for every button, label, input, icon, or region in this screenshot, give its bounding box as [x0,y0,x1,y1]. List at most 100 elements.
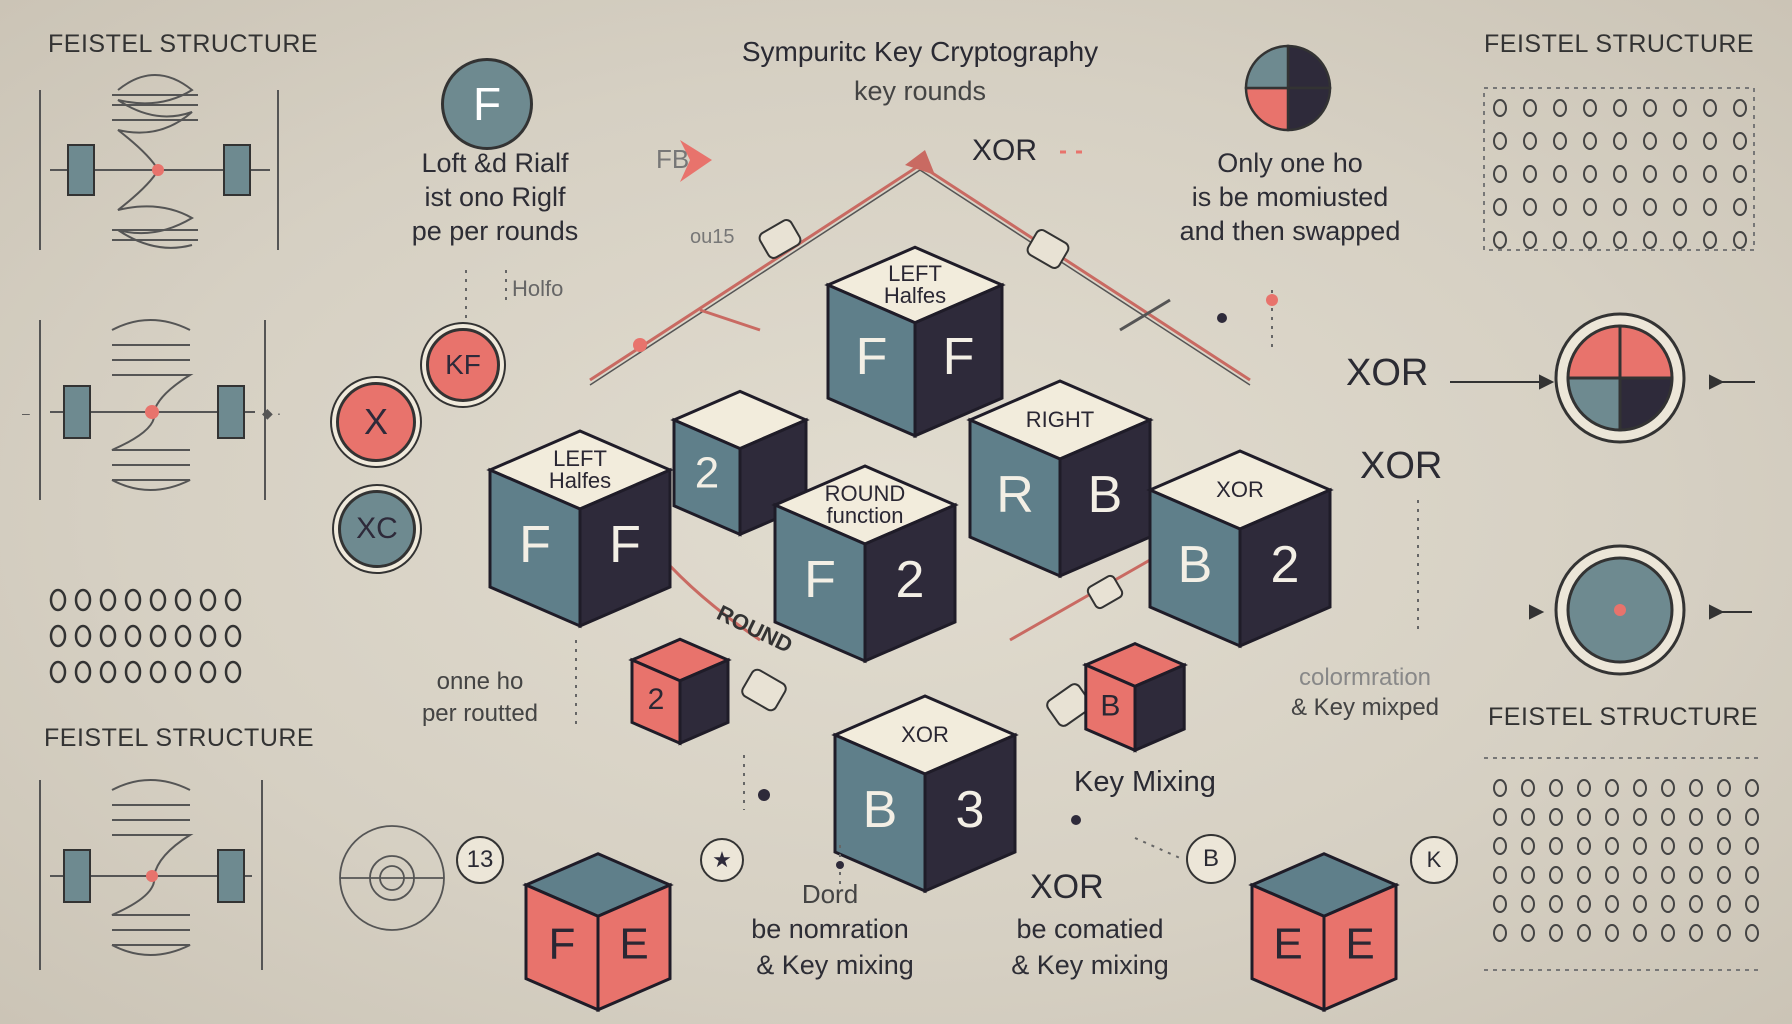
bit-zero [1553,132,1567,150]
badge-b-text: B [1202,845,1219,872]
bit-zero [74,660,92,684]
bit-zero [1643,231,1657,249]
bit-zero [1583,165,1597,183]
bit-zero [1733,165,1747,183]
bit-zero [1673,165,1687,183]
cube-side-label: E [1345,920,1374,969]
xc-badge: XC [338,490,416,568]
cube-side-label: 3 [956,781,985,839]
cube-front-label: F [519,516,551,574]
bit-zero [174,624,192,648]
bit-zero [49,624,67,648]
feistel-title-top-left: FEISTEL STRUCTURE [48,30,319,58]
bit-zero [1493,99,1507,117]
cube-side-label: B [1088,466,1123,524]
bit-zero [1493,837,1507,855]
bit-zero [1733,198,1747,216]
cube-top-label: Halfes [549,468,611,493]
note-right-line-3: and then swapped [1179,216,1401,246]
bit-zero [1493,895,1507,913]
fb-arrow [680,140,712,182]
xor-label-right-a: XOR [1346,352,1429,394]
bit-zero [1549,808,1563,826]
bit-zero [1521,837,1535,855]
bit-zero [1613,99,1627,117]
f-badge: F [441,58,533,150]
xor-dial-right [1554,312,1686,444]
bit-zero [1733,132,1747,150]
bit-zero [1523,165,1537,183]
bit-zero [124,588,142,612]
bit-zero [1703,132,1717,150]
cube-top-label: XOR [1216,477,1264,502]
cube-br-small: B [1082,642,1188,753]
bit-zero [1673,198,1687,216]
bit-zero [1745,924,1759,942]
bit-zero [1493,165,1507,183]
bit-zero [1493,808,1507,826]
badge-b: B [1186,834,1236,884]
bit-zero [1717,924,1731,942]
bit-zero [1583,231,1597,249]
bit-zero [99,660,117,684]
bit-zero [149,624,167,648]
caption-xor-line-3: & Key mixing [1011,950,1169,980]
bit-zero [1633,924,1647,942]
cube-bl-small: 2 [628,637,732,746]
bit-zero [199,624,217,648]
badge-k: K [1410,836,1458,884]
bit-zero [1553,231,1567,249]
bit-zero [74,624,92,648]
badge-13: 13 [456,836,504,884]
bit-zero [1549,924,1563,942]
note-onne-line-1: onne ho [436,668,524,695]
cube-side-label: 2 [896,551,925,609]
bit-zero [149,588,167,612]
bit-zero [124,624,142,648]
bit-zero [174,588,192,612]
cube-side-label: 2 [1271,536,1300,594]
bit-zero [1673,132,1687,150]
bit-zero [1703,99,1717,117]
bit-zero [1733,231,1747,249]
bit-zero [1521,779,1535,797]
arrow-head-top [905,150,935,175]
bit-zero [1703,165,1717,183]
cube-side-face [1133,662,1186,753]
bit-zero [1553,165,1567,183]
cube-side-label: E [619,920,648,969]
bit-zero [1633,779,1647,797]
bit-zero [1733,99,1747,117]
bit-zero [1633,808,1647,826]
kf-badge: KF [426,328,500,402]
bit-zero [1549,837,1563,855]
bit-zero [224,588,242,612]
bit-grid-left [49,588,242,684]
badge-k-text: K [1426,847,1442,872]
note-left-line-3: pe per rounds [411,216,579,246]
bit-zero [1493,198,1507,216]
bit-zero [1643,99,1657,117]
cube-back-left: 2 [670,389,810,537]
cube-front-label: 2 [695,448,719,497]
bit-zero [1577,924,1591,942]
bit-zero [1703,231,1717,249]
bit-zero [1613,231,1627,249]
note-left-line-2: ist ono Riglf [424,182,566,212]
bit-zero [199,588,217,612]
xor-label-right-b: XOR [1360,445,1443,487]
bit-zero [49,588,67,612]
arrows-right [1450,374,1755,620]
bit-zero [1703,198,1717,216]
bit-zero [1673,99,1687,117]
bit-zero [224,660,242,684]
caption-xor-line-2: be comatied [1016,914,1164,944]
bit-zero [199,660,217,684]
bit-zero [1661,808,1675,826]
xor-label-bottom: XOR [1030,868,1104,906]
